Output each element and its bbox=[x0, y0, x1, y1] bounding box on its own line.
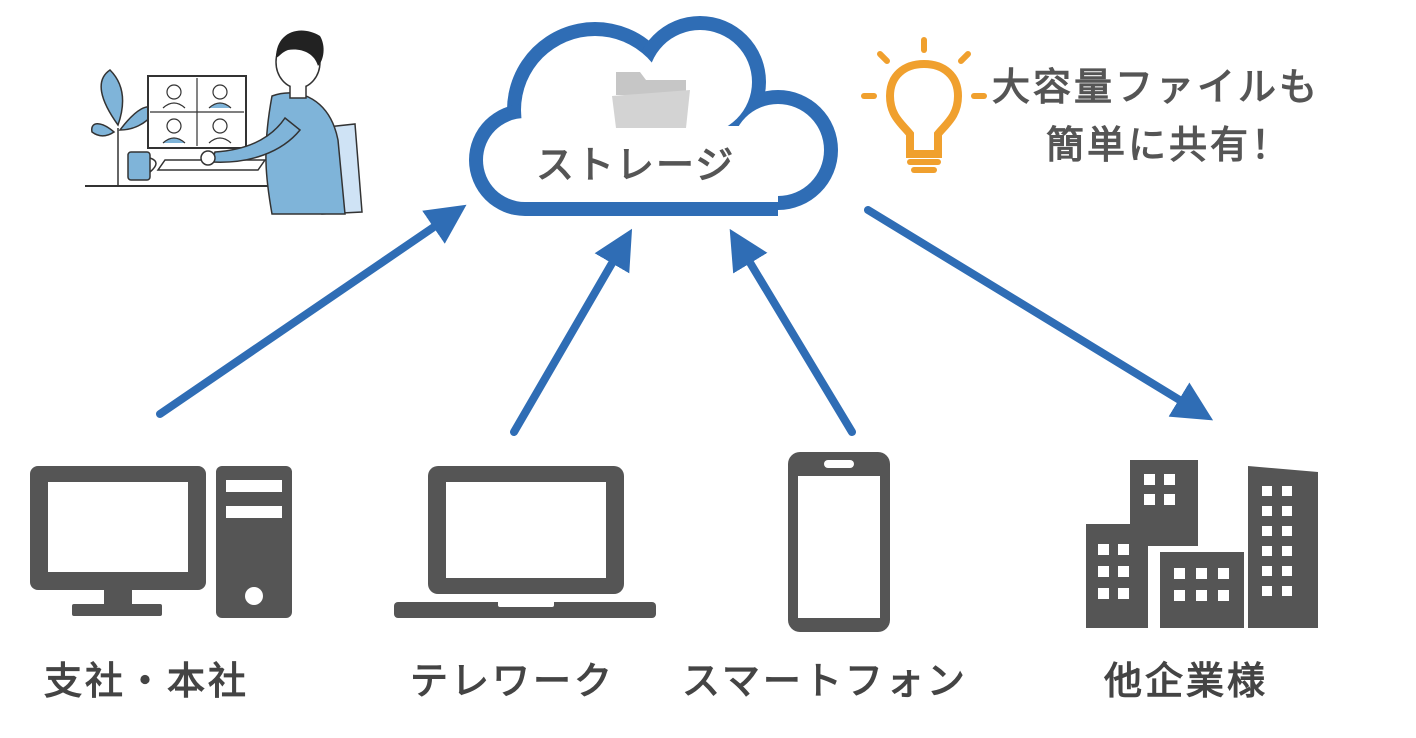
node-label-smartphone: スマートフォン bbox=[682, 659, 968, 703]
folder-icon bbox=[612, 72, 690, 128]
arrow-telework-to-storage bbox=[510, 228, 633, 436]
office-buildings-icon bbox=[1086, 460, 1318, 628]
node-label-branch-office: 支社・本社 bbox=[44, 659, 250, 703]
video-conference-worker-illustration bbox=[85, 30, 363, 215]
storage-label: ストレージ bbox=[536, 143, 736, 187]
callout-line-1: 大容量ファイルも bbox=[992, 65, 1321, 109]
callout-line-2: 簡単に共有！ bbox=[1046, 123, 1293, 167]
arrow-branch-to-storage bbox=[156, 204, 467, 418]
arrow-storage-to-partner bbox=[864, 206, 1214, 421]
arrow-smartphone-to-storage bbox=[729, 228, 856, 436]
lightbulb-icon bbox=[861, 37, 987, 173]
arrows bbox=[156, 204, 1214, 436]
smartphone-icon bbox=[788, 452, 890, 632]
node-label-telework: テレワーク bbox=[410, 659, 616, 703]
laptop-icon bbox=[394, 466, 656, 618]
node-label-partner-companies: 他企業様 bbox=[1104, 659, 1269, 703]
desktop-computer-icon bbox=[30, 466, 292, 618]
